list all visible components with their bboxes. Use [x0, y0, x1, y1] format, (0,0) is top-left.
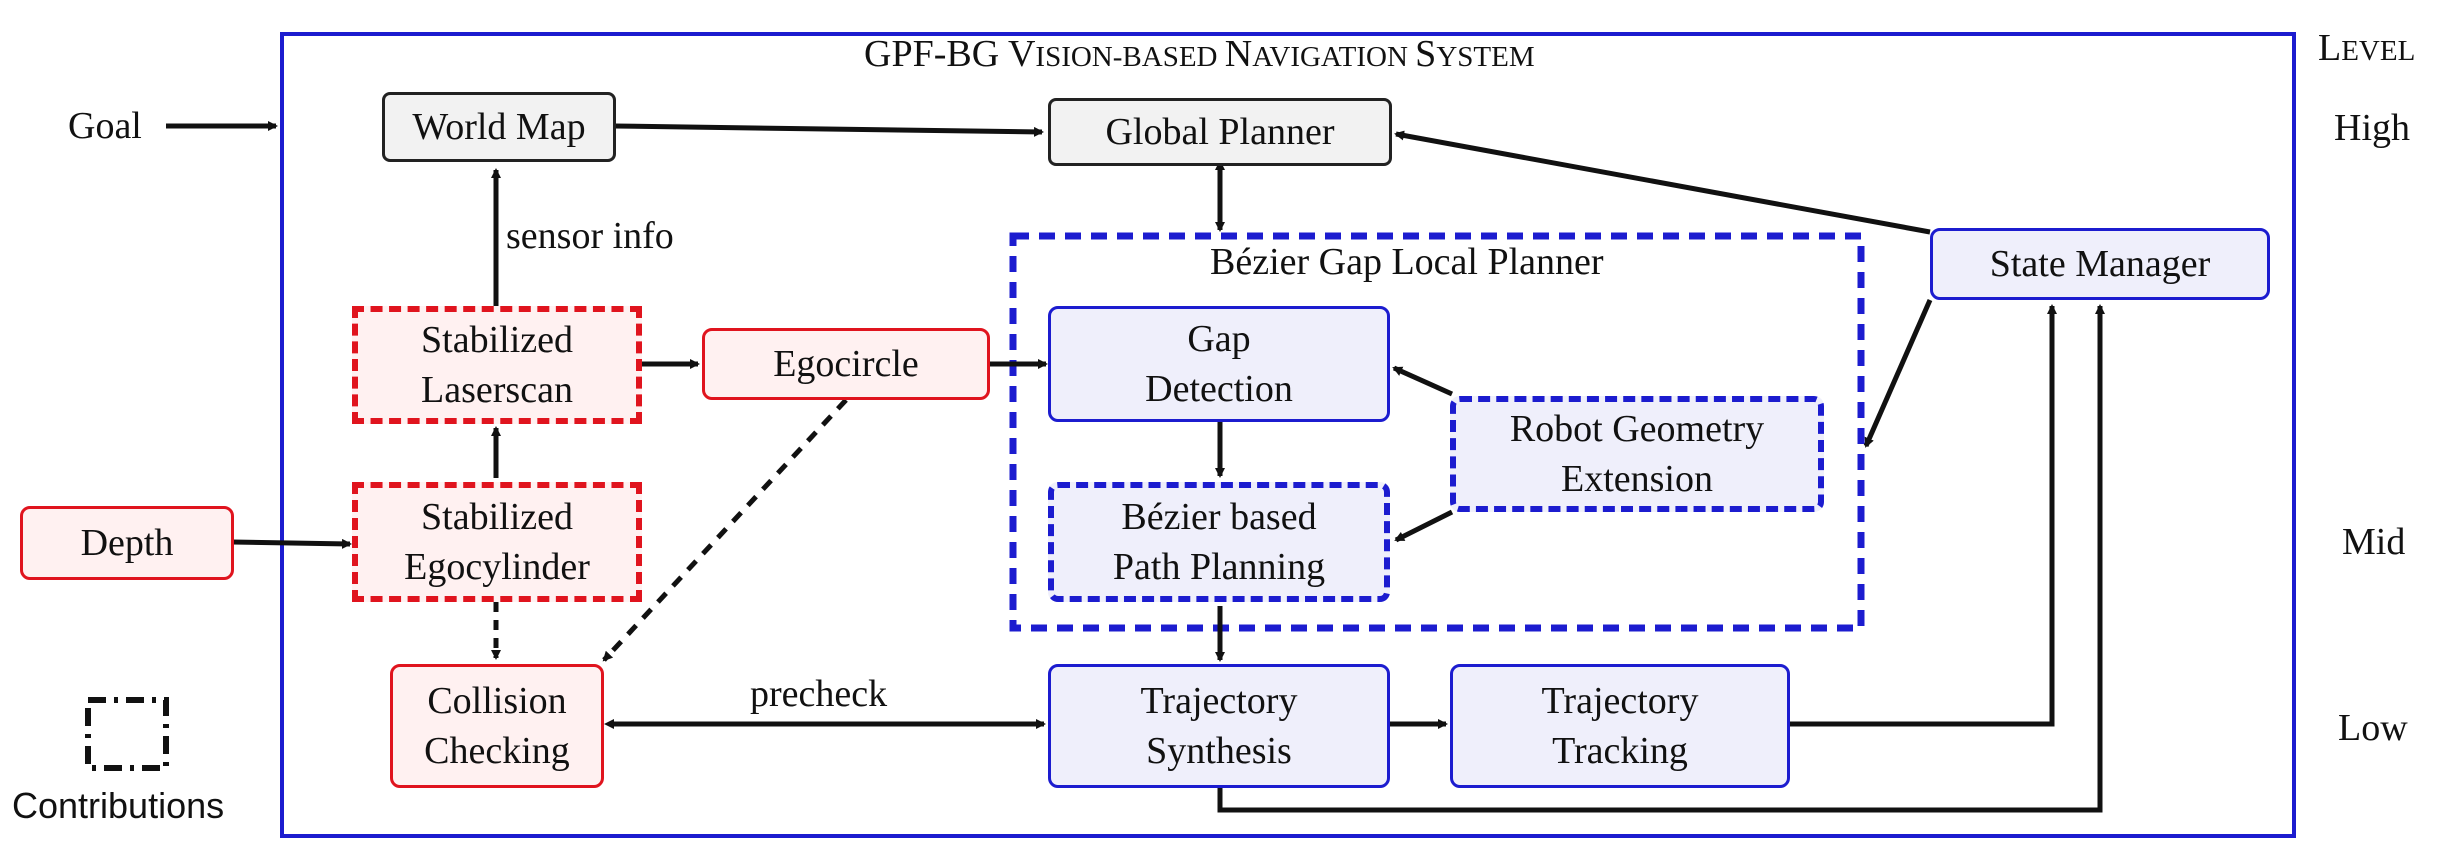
egocircle-node: Egocircle [702, 328, 990, 400]
robot-geometry-line2: Extension [1561, 458, 1713, 500]
edge-robotgeometry-gapdetection [1392, 365, 1454, 397]
depth-node: Depth [20, 506, 234, 580]
title-part: ISION-BASED [1035, 41, 1225, 73]
title-part: GPF-BG [864, 33, 1008, 75]
stabilized-egocylinder-node: Stabilized Egocylinder [352, 482, 642, 602]
bezier-path-node: Bézier based Path Planning [1048, 482, 1390, 602]
title-part: AVIGATION [1252, 41, 1416, 73]
diagram-title: GPF-BG VISION-BASED NAVIGATION SYSTEM [864, 32, 1535, 79]
trajectory-synthesis-node: Trajectory Synthesis [1048, 664, 1390, 788]
collision-checking-node: Collision Checking [390, 664, 604, 788]
level-high: High [2334, 107, 2410, 149]
state-manager-label: State Manager [1989, 243, 2211, 285]
stabilized-laserscan-line2: Laserscan [421, 369, 573, 411]
collision-checking-line1: Collision [427, 680, 567, 722]
trajectory-tracking-line1: Trajectory [1541, 680, 1699, 722]
edge-label-sensor-info: sensor info [506, 215, 674, 257]
edge-depth-egocylinder [231, 538, 352, 549]
title-part: N [1224, 33, 1253, 75]
title-part: V [1007, 33, 1036, 75]
bezier-path-line2: Path Planning [1112, 546, 1326, 588]
level-part: L [2318, 27, 2342, 69]
depth-label: Depth [80, 522, 174, 564]
level-low: Low [2338, 707, 2408, 749]
edge-statemanager-localplanner [1863, 298, 1933, 448]
legend-contributions-swatch [85, 697, 169, 771]
system-frame [280, 32, 2296, 838]
edge-robotgeometry-bezierpath [1394, 509, 1454, 543]
bezier-path-line1: Bézier based [1121, 496, 1317, 538]
state-manager-node: State Manager [1930, 228, 2270, 300]
global-planner-label: Global Planner [1105, 111, 1335, 153]
stabilized-egocylinder-line1: Stabilized [421, 496, 573, 538]
stabilized-laserscan-node: Stabilized Laserscan [352, 306, 642, 424]
edge-label-precheck: precheck [750, 673, 888, 715]
bezier-gap-local-planner-group [1009, 232, 1865, 632]
edge-statemanager-globalplanner [1394, 130, 1931, 235]
world-map-node: World Map [382, 92, 616, 162]
egocircle-label: Egocircle [773, 343, 919, 385]
trajectory-tracking-line2: Tracking [1552, 730, 1688, 772]
group-label: Bézier Gap Local Planner [1210, 241, 1604, 283]
level-part: EVEL [2341, 35, 2416, 67]
trajectory-synthesis-line2: Synthesis [1146, 730, 1292, 772]
trajectory-synthesis-line1: Trajectory [1140, 680, 1298, 722]
stabilized-laserscan-line1: Stabilized [421, 319, 573, 361]
global-planner-node: Global Planner [1048, 98, 1392, 166]
gap-detection-line1: Gap [1187, 318, 1251, 360]
edge-worldmap-globalplanner [613, 123, 1044, 137]
edge-synthesis-statemanager [1217, 304, 2105, 813]
robot-geometry-node: Robot Geometry Extension [1450, 396, 1824, 512]
robot-geometry-line1: Robot Geometry [1509, 408, 1765, 450]
title-part: YSTEM [1436, 41, 1535, 73]
title-part: S [1415, 33, 1437, 75]
legend-contributions-label: Contributions [12, 785, 225, 826]
level-heading: LEVEL [2318, 26, 2415, 73]
world-map-label: World Map [412, 106, 586, 148]
collision-checking-line2: Checking [424, 730, 570, 772]
gap-detection-line2: Detection [1145, 368, 1293, 410]
edge-tracking-statemanager [1790, 304, 2057, 727]
stabilized-egocylinder-line2: Egocylinder [404, 546, 590, 588]
level-mid: Mid [2342, 521, 2406, 563]
trajectory-tracking-node: Trajectory Tracking [1450, 664, 1790, 788]
edge-egocircle-collision [602, 398, 848, 662]
goal-label: Goal [68, 105, 142, 147]
gap-detection-node: Gap Detection [1048, 306, 1390, 422]
